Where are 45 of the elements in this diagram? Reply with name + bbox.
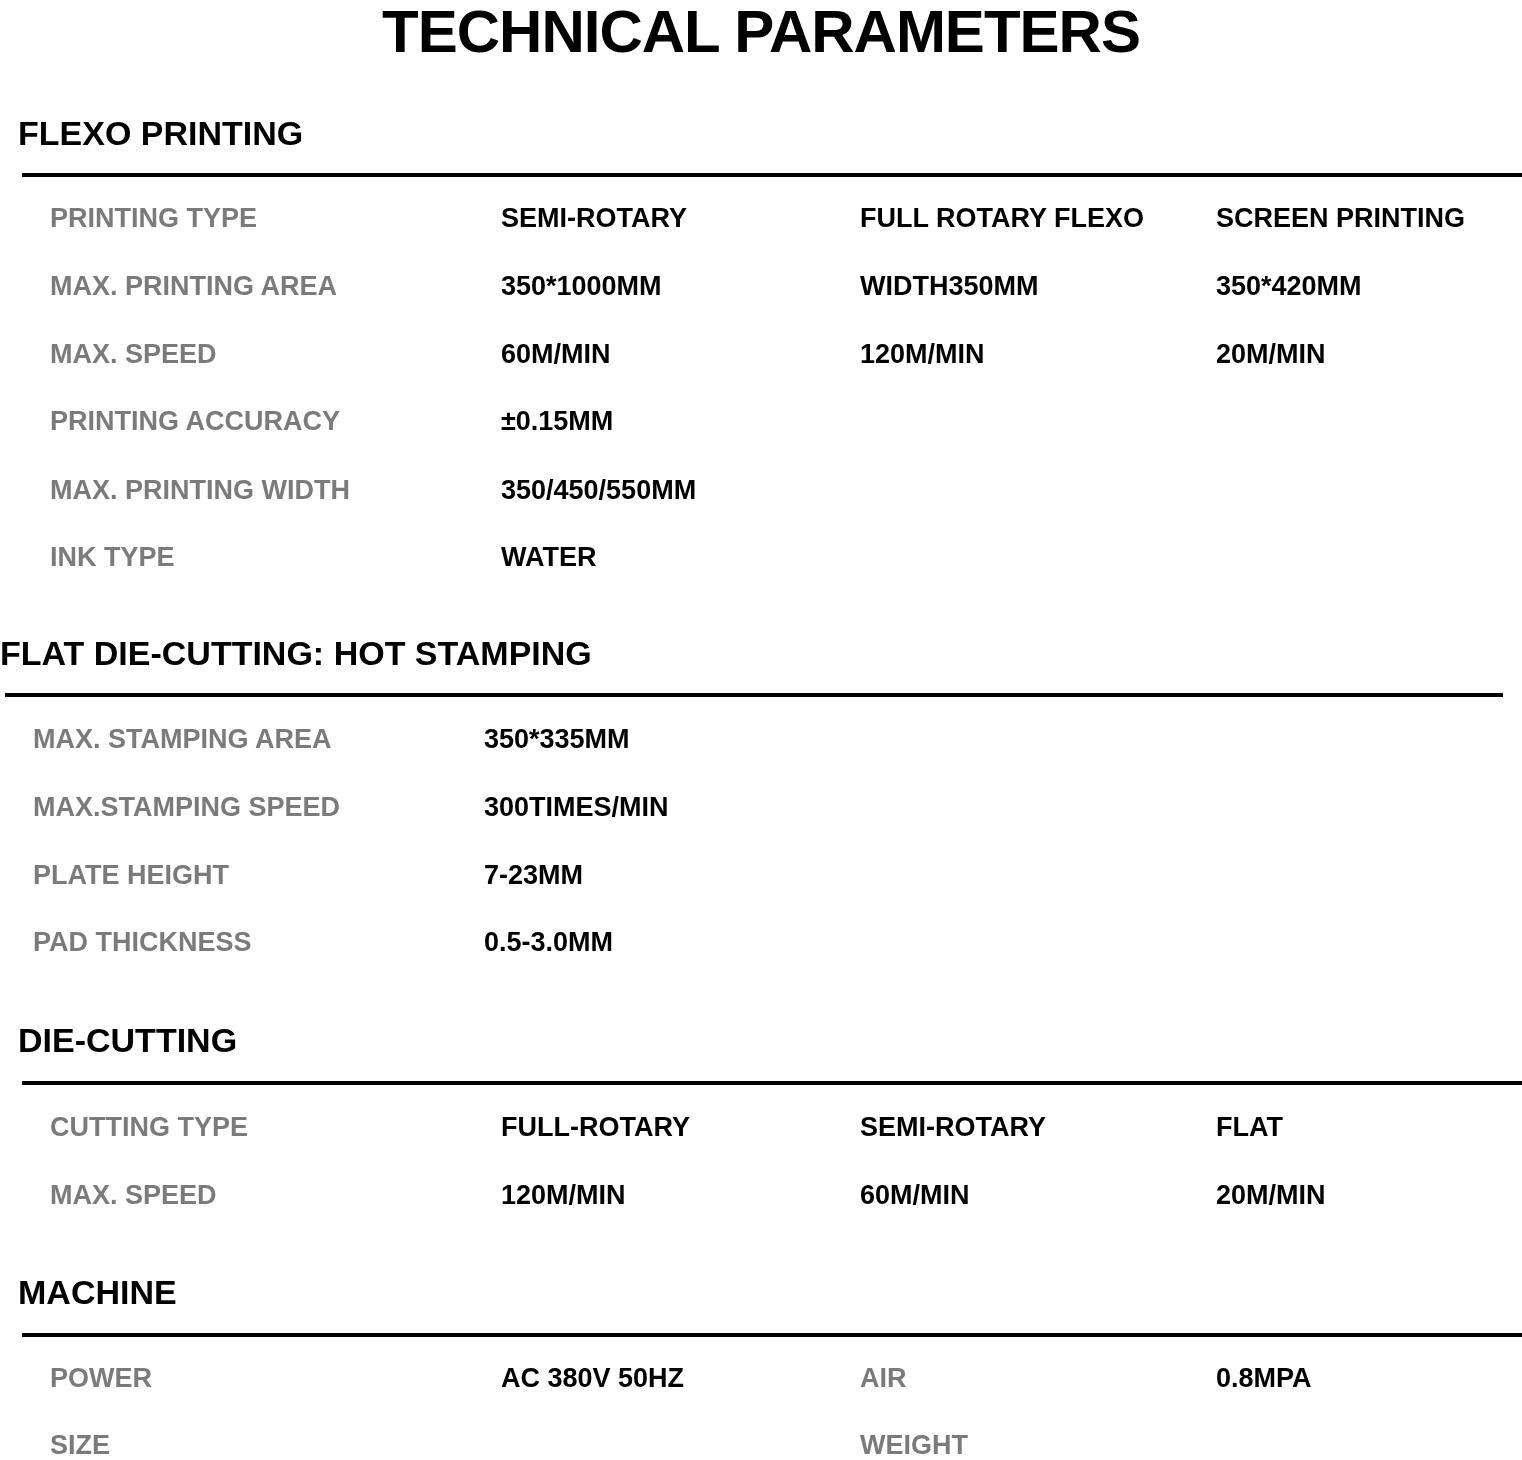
parameter-value: ±0.15MM (501, 407, 614, 435)
parameter-value: 20M/MIN (1216, 340, 1326, 368)
parameter-value: 0.8MPA (1216, 1364, 1312, 1392)
parameter-value: SCREEN PRINTING (1216, 204, 1466, 232)
parameter-name: MAX. PRINTING AREA (50, 272, 337, 300)
parameter-name: CUTTING TYPE (50, 1113, 248, 1141)
parameter-value: 350*420MM (1216, 272, 1362, 300)
parameter-name: MAX. PRINTING WIDTH (50, 476, 350, 504)
parameter-value: 120M/MIN (860, 340, 985, 368)
section-heading: FLAT DIE-CUTTING: HOT STAMPING (0, 636, 592, 670)
parameter-value: FULL-ROTARY (501, 1113, 690, 1141)
parameter-value: FULL ROTARY FLEXO (860, 204, 1144, 232)
parameter-name: POWER (50, 1364, 152, 1392)
parameter-value: 60M/MIN (860, 1181, 970, 1209)
parameter-name: MAX.STAMPING SPEED (33, 793, 341, 821)
title: TECHNICAL PARAMETERS (382, 0, 1140, 65)
parameter-value: 60M/MIN (501, 340, 611, 368)
parameter-value: 0.5-3.0MM (484, 928, 614, 956)
parameter-value: 120M/MIN (501, 1181, 626, 1209)
parameter-value: 350/450/550MM (501, 476, 697, 504)
parameter-value: WATER (501, 543, 597, 571)
section-heading: DIE-CUTTING (18, 1023, 238, 1057)
parameter-value: FLAT (1216, 1113, 1283, 1141)
parameter-value: WIDTH350MM (860, 272, 1039, 300)
parameter-name: MAX. STAMPING AREA (33, 725, 332, 753)
parameter-value: 20M/MIN (1216, 1181, 1326, 1209)
section-heading: FLEXO PRINTING (18, 116, 304, 150)
parameter-name: WEIGHT (860, 1431, 968, 1459)
parameter-value: 350*335MM (484, 725, 630, 753)
parameter-name: PLATE HEIGHT (33, 861, 229, 889)
parameter-value: SEMI-ROTARY (501, 204, 687, 232)
parameter-value: 7-23MM (484, 861, 584, 889)
parameter-name: MAX. SPEED (50, 1181, 217, 1209)
parameter-name: PAD THICKNESS (33, 928, 252, 956)
parameter-name: MAX. SPEED (50, 340, 217, 368)
parameter-name: PRINTING TYPE (50, 204, 258, 232)
parameter-value: AC 380V 50HZ (501, 1364, 685, 1392)
parameter-value: 350*1000MM (501, 272, 662, 300)
parameter-name: SIZE (50, 1431, 110, 1459)
parameter-name: AIR (860, 1364, 907, 1392)
parameter-name: INK TYPE (50, 543, 175, 571)
parameter-name: PRINTING ACCURACY (50, 407, 340, 435)
parameter-value: SEMI-ROTARY (860, 1113, 1046, 1141)
parameter-value: 300TIMES/MIN (484, 793, 669, 821)
section-heading: MACHINE (18, 1275, 177, 1309)
